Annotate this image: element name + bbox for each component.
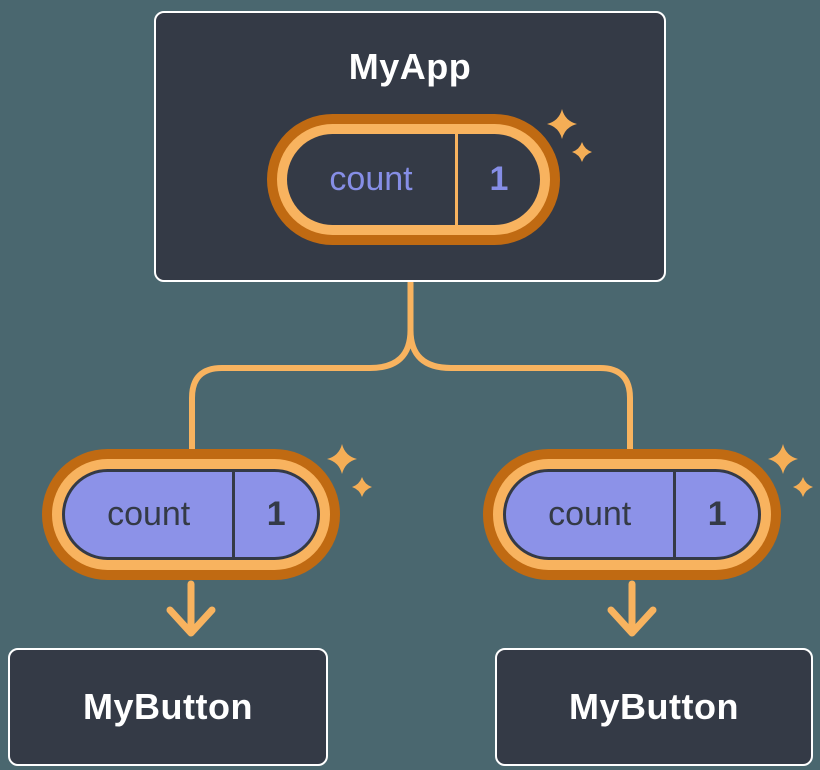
node-mybutton-title: MyButton [83, 686, 253, 727]
state-label: count [548, 495, 632, 533]
pill-divider [232, 472, 236, 557]
state-value: 1 [266, 495, 286, 533]
state-label: count [329, 160, 413, 198]
node-mybutton-title: MyButton [569, 686, 739, 727]
state-pill-myapp: count 1 [267, 109, 592, 245]
fork-branch-left [189, 280, 414, 454]
pill-divider [673, 472, 677, 557]
sparkles-icon [327, 444, 372, 497]
pill-divider [455, 134, 459, 225]
state-value: 1 [707, 495, 727, 533]
node-mybutton-left: MyButton [8, 648, 328, 766]
state-label: count [107, 495, 191, 533]
sparkles-icon [547, 109, 592, 162]
state-pill-right: count 1 [483, 444, 813, 580]
arrow-to-left-button [166, 580, 216, 637]
state-pill-left: count 1 [42, 444, 372, 580]
state-value: 1 [489, 160, 509, 198]
arrow-to-right-button [607, 580, 657, 637]
node-myapp: MyApp count 1 [154, 11, 666, 282]
node-myapp-title: MyApp [348, 46, 472, 87]
node-mybutton-right: MyButton [495, 648, 813, 766]
fork-branch-right [407, 280, 633, 454]
sparkles-icon [768, 444, 813, 497]
